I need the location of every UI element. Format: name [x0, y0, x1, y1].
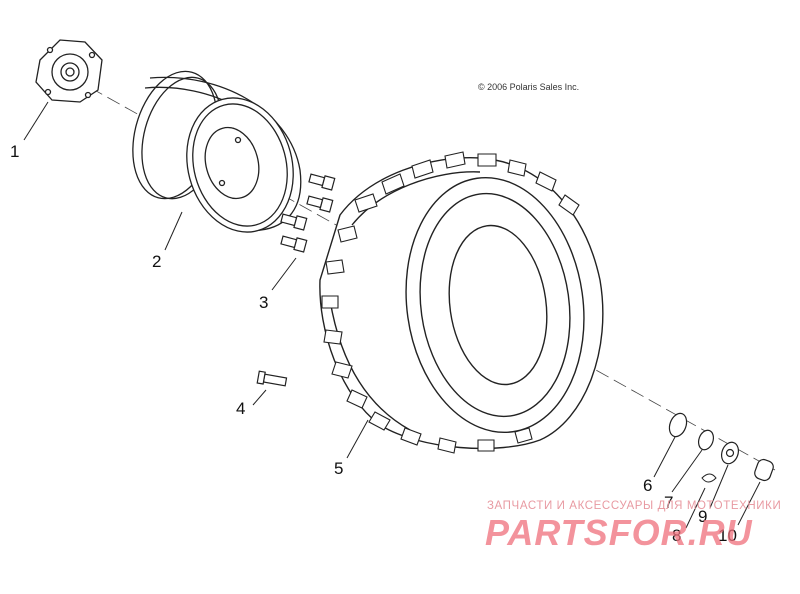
callout-7: 7 — [664, 493, 674, 512]
watermark-brand[interactable]: PARTSFOR.RU — [485, 512, 753, 553]
part-10-cap — [754, 458, 774, 482]
watermark-tagline: ЗАПЧАСТИ И АКСЕССУАРЫ ДЛЯ МОТОТЕХНИКИ — [487, 500, 782, 512]
valve-stem-part — [256, 370, 288, 387]
hardware-parts — [668, 412, 774, 483]
hub-part — [35, 39, 103, 103]
rim-part — [132, 70, 302, 233]
callout-9: 9 — [698, 507, 708, 526]
copyright-text: © 2006 Polaris Sales Inc. — [478, 82, 580, 92]
part-8-cotter-pin — [701, 473, 717, 483]
lug-bolts-part — [280, 173, 336, 253]
callout-4: 4 — [236, 399, 246, 418]
callout-3: 3 — [259, 293, 269, 312]
tire-part — [319, 151, 604, 454]
callout-6: 6 — [643, 476, 653, 495]
callout-10: 10 — [718, 526, 737, 545]
callout-1: 1 — [10, 142, 20, 161]
callout-8: 8 — [672, 526, 682, 545]
leader-lines — [23, 101, 761, 529]
part-7-cone-washer — [697, 429, 715, 451]
callout-5: 5 — [334, 459, 344, 478]
callout-2: 2 — [152, 252, 162, 271]
part-6-washer — [668, 412, 688, 438]
